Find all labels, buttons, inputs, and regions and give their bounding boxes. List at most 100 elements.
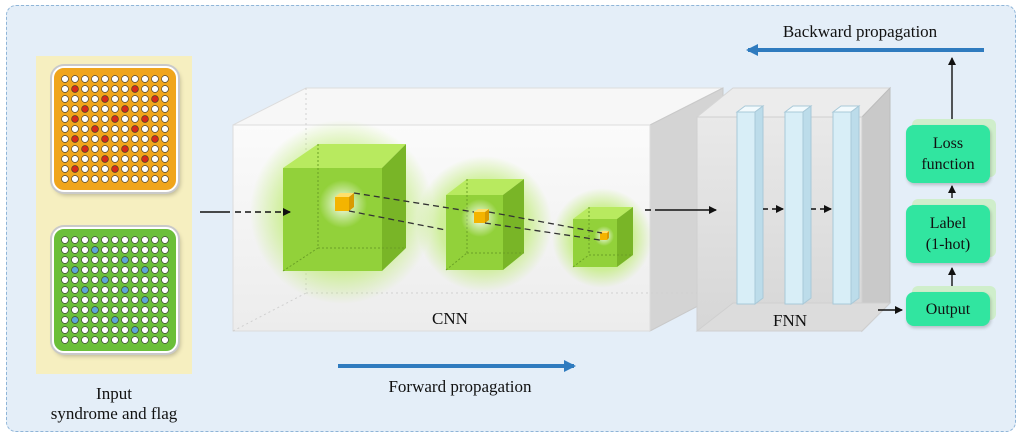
syndrome-marked-dot: [121, 145, 129, 153]
syndrome-dot: [161, 85, 169, 93]
flag-dot: [131, 266, 139, 274]
flag-dot: [111, 236, 119, 244]
syndrome-dot: [121, 125, 129, 133]
fnn-layer-2: [783, 105, 813, 305]
flag-dot: [141, 276, 149, 284]
flag-dot: [91, 286, 99, 294]
flag-marked-dot: [141, 296, 149, 304]
flag-dot: [161, 336, 169, 344]
flag-marked-dot: [81, 286, 89, 294]
flag-dot: [151, 256, 159, 264]
syndrome-dot: [71, 105, 79, 113]
syndrome-marked-dot: [141, 115, 149, 123]
syndrome-dot: [61, 175, 69, 183]
flag-dot: [71, 236, 79, 244]
flag-dot: [61, 336, 69, 344]
flag-dot: [101, 246, 109, 254]
flag-dot: [161, 256, 169, 264]
syndrome-dot: [121, 95, 129, 103]
syndrome-dot: [81, 115, 89, 123]
flag-dot: [121, 236, 129, 244]
flag-dot: [61, 316, 69, 324]
syndrome-dot: [81, 95, 89, 103]
flag-marked-dot: [131, 326, 139, 334]
syndrome-dot: [71, 125, 79, 133]
syndrome-dot: [161, 95, 169, 103]
syndrome-dot: [61, 155, 69, 163]
flag-dot: [161, 286, 169, 294]
syndrome-dot: [111, 145, 119, 153]
flag-dot: [61, 246, 69, 254]
syndrome-dot: [131, 75, 139, 83]
syndrome-dot: [121, 155, 129, 163]
syndrome-dot: [91, 95, 99, 103]
flag-dot: [111, 296, 119, 304]
syndrome-dot: [141, 75, 149, 83]
flag-marked-dot: [121, 256, 129, 264]
cnn-label: CNN: [432, 309, 468, 328]
flag-dot: [111, 246, 119, 254]
syndrome-dot: [141, 105, 149, 113]
flag-dot: [131, 316, 139, 324]
flag-dot: [111, 276, 119, 284]
flag-dot: [101, 316, 109, 324]
flag-dot: [141, 326, 149, 334]
syndrome-dot: [101, 105, 109, 113]
syndrome-dot: [151, 175, 159, 183]
flag-dot: [111, 256, 119, 264]
syndrome-dot: [141, 165, 149, 173]
syndrome-dot: [61, 85, 69, 93]
syndrome-dot: [141, 95, 149, 103]
syndrome-dot: [111, 105, 119, 113]
flag-dot: [141, 316, 149, 324]
flag-dot: [151, 286, 159, 294]
flag-marked-dot: [101, 276, 109, 284]
syndrome-dot: [161, 125, 169, 133]
flag-dot: [151, 316, 159, 324]
flag-dot: [81, 316, 89, 324]
syndrome-dot: [111, 75, 119, 83]
syndrome-dot: [151, 125, 159, 133]
syndrome-dot: [91, 75, 99, 83]
loss-function-box: Loss function: [906, 125, 990, 183]
flag-dot: [71, 296, 79, 304]
syndrome-marked-dot: [121, 105, 129, 113]
syndrome-dot: [151, 75, 159, 83]
flag-dot: [71, 256, 79, 264]
flag-marked-dot: [121, 286, 129, 294]
syndrome-dot: [151, 85, 159, 93]
flag-dot: [161, 236, 169, 244]
syndrome-marked-dot: [151, 95, 159, 103]
input-panel: [36, 56, 192, 374]
flag-dot: [121, 246, 129, 254]
flag-dot: [141, 246, 149, 254]
syndrome-dot: [141, 135, 149, 143]
fnn-layer-3: [831, 105, 861, 305]
syndrome-dot: [121, 85, 129, 93]
feature-cube-small: [552, 188, 652, 288]
flag-dot: [61, 256, 69, 264]
flag-dot: [161, 296, 169, 304]
flag-dot: [71, 286, 79, 294]
flag-dot: [61, 286, 69, 294]
syndrome-dot: [101, 85, 109, 93]
flag-marked-dot: [91, 306, 99, 314]
syndrome-dot: [151, 105, 159, 113]
syndrome-marked-dot: [111, 115, 119, 123]
flag-dot: [141, 336, 149, 344]
syndrome-dot: [111, 175, 119, 183]
flag-dot: [61, 306, 69, 314]
flag-dot: [91, 266, 99, 274]
syndrome-dot: [151, 115, 159, 123]
syndrome-dot: [101, 145, 109, 153]
flag-dot: [141, 236, 149, 244]
flag-dot: [71, 306, 79, 314]
syndrome-marked-dot: [101, 155, 109, 163]
syndrome-dot: [61, 105, 69, 113]
flag-dot: [81, 266, 89, 274]
syndrome-dot: [71, 145, 79, 153]
syndrome-grid: [52, 66, 178, 192]
syndrome-dot: [61, 145, 69, 153]
output-label: Output: [925, 300, 971, 318]
